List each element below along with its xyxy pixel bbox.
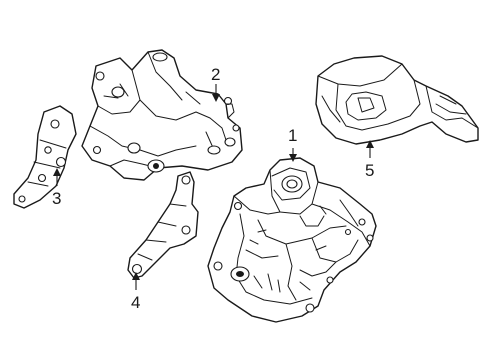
callout-1-leader [289, 148, 297, 162]
callout-3-leader [53, 168, 61, 186]
callout-4-leader [132, 272, 140, 290]
part-3-bracket [13, 105, 77, 209]
part-5-cover [315, 55, 479, 145]
callout-5-leader [366, 140, 374, 158]
part-4-strut [127, 171, 199, 279]
part-2-bracket [81, 49, 243, 181]
callout-3-label: 3 [52, 189, 61, 208]
callout-2-leader [212, 84, 220, 102]
callout-4-label: 4 [131, 293, 140, 312]
callout-2-label: 2 [211, 65, 220, 84]
callout-5-label: 5 [365, 161, 374, 180]
callout-1-label: 1 [288, 126, 297, 145]
part-1-mount [207, 157, 377, 323]
